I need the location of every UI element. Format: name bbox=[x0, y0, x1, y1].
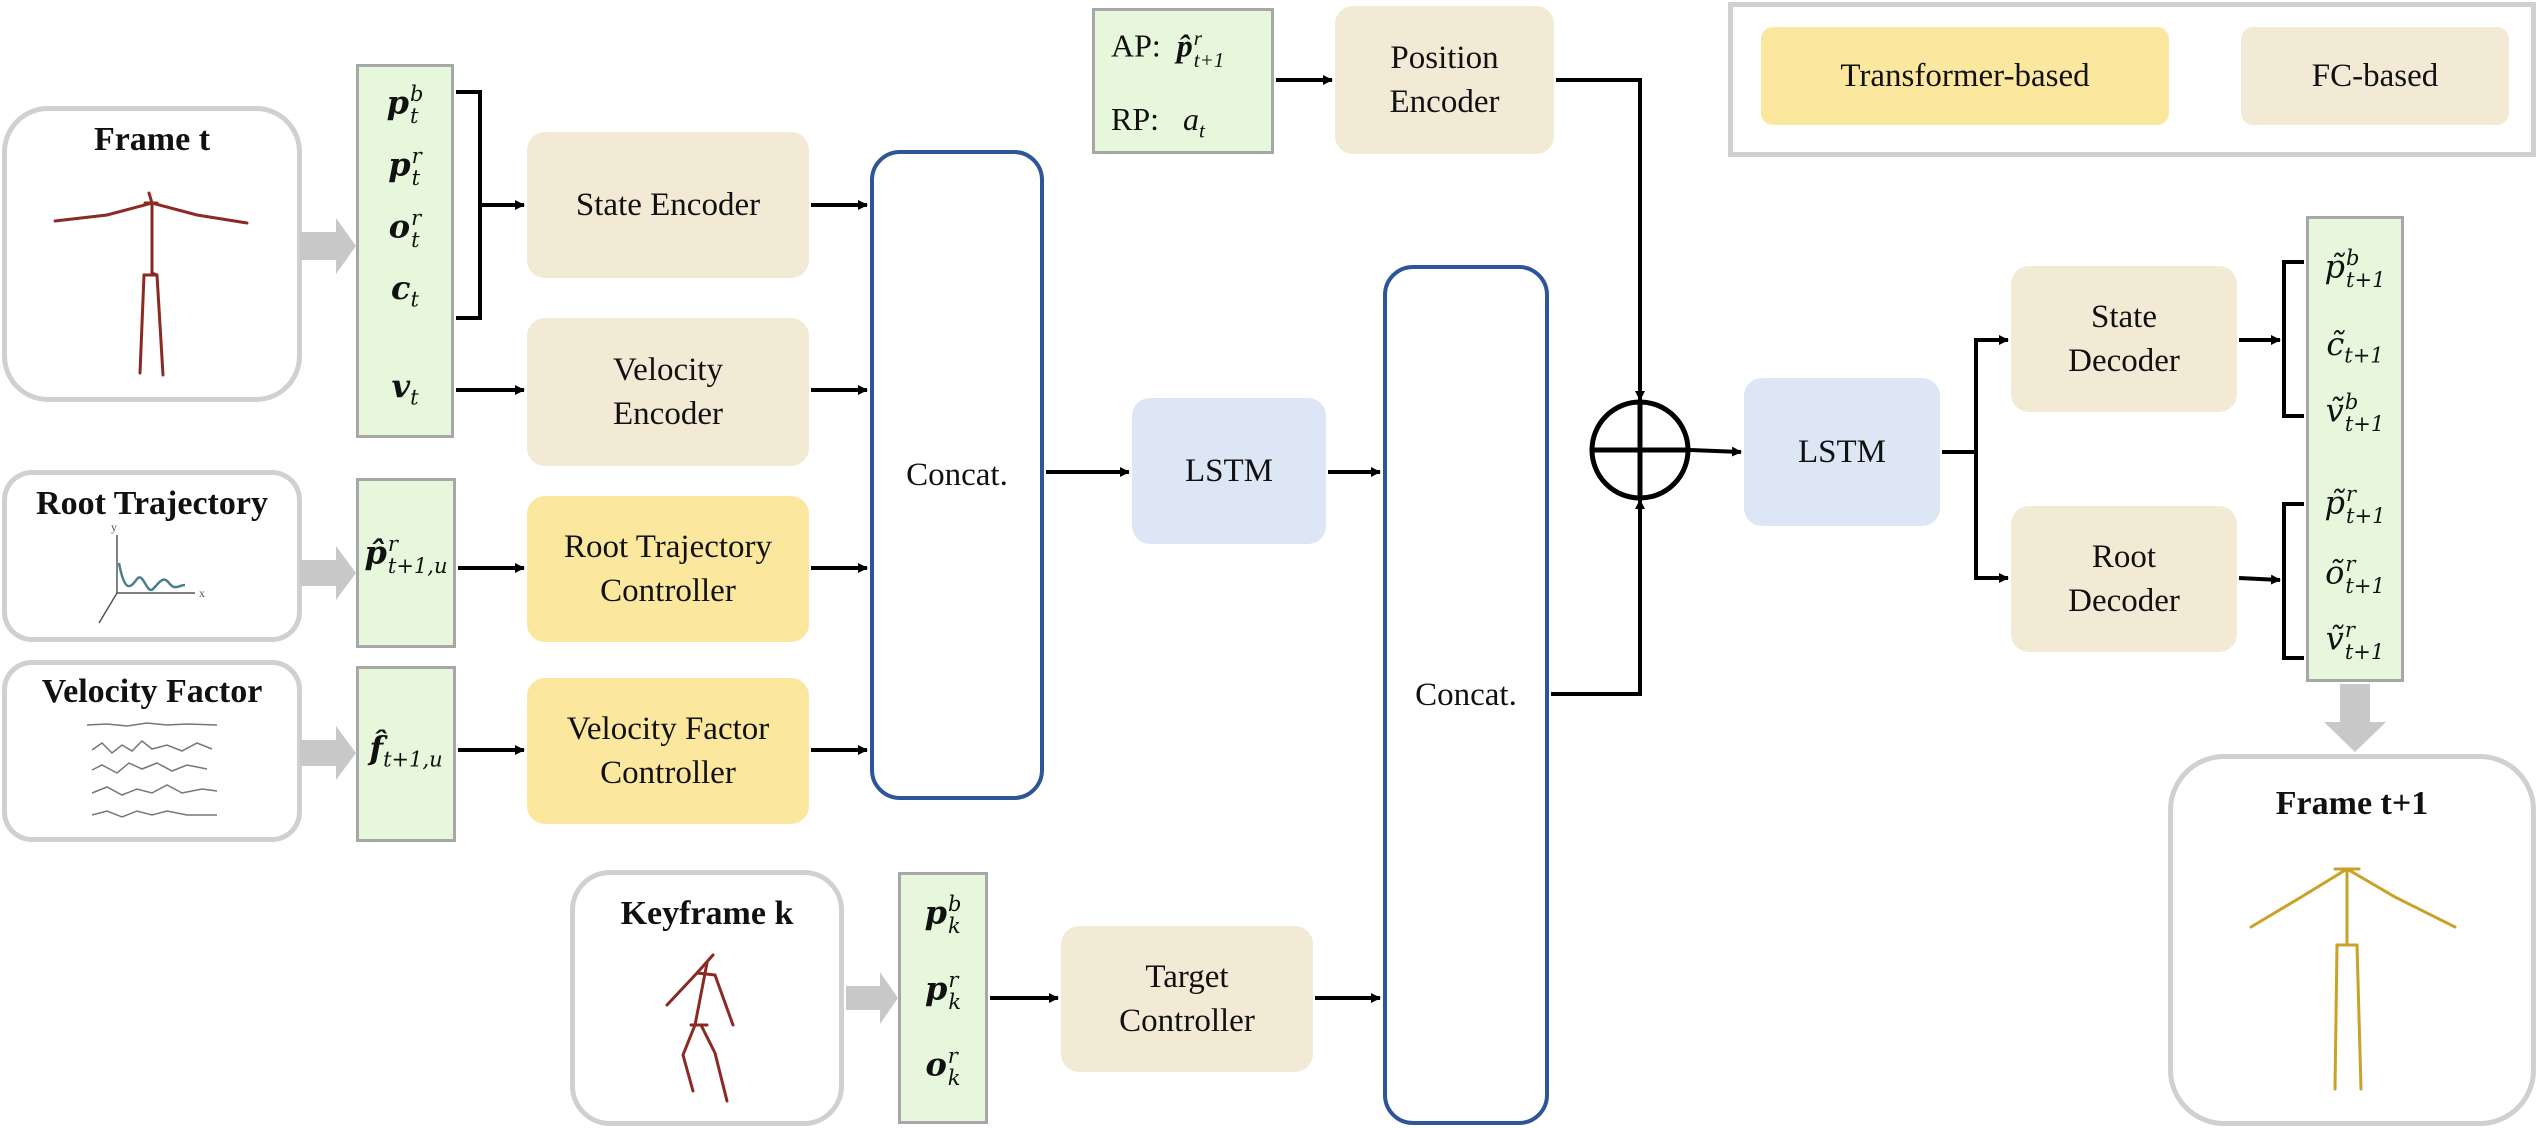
sum-node bbox=[1589, 399, 1691, 501]
velocity-factor-panel: Velocity Factor bbox=[2, 660, 302, 842]
svg-text:x: x bbox=[199, 586, 205, 600]
target-controller: Target Controller bbox=[1061, 926, 1313, 1072]
frame-t1-panel: Frame t+1 bbox=[2168, 754, 2536, 1126]
state-decoder: State Decoder bbox=[2011, 266, 2237, 412]
legend-transformer-label: Transformer-based bbox=[1840, 58, 2090, 94]
velocity-factor-plot-image bbox=[86, 722, 218, 818]
position-encoder-label-2: Encoder bbox=[1389, 84, 1500, 120]
root-decoder-label-2: Decoder bbox=[2068, 583, 2180, 619]
state-decoder-label-2: Decoder bbox=[2068, 343, 2180, 379]
root-trajectory-title: Root Trajectory bbox=[36, 485, 268, 522]
var-f-hat: f̂t+1,u bbox=[369, 729, 443, 772]
vel-factor-ctrl-label-2: Controller bbox=[600, 755, 736, 791]
concat-1-label: Concat. bbox=[906, 457, 1008, 493]
keyframe-title: Keyframe k bbox=[620, 895, 794, 932]
vel-factor-ctrl-label-1: Velocity Factor bbox=[566, 711, 770, 747]
var-v-t: vt bbox=[391, 367, 419, 410]
keyframe-skeleton-image bbox=[665, 953, 735, 1103]
frame-t-title: Frame t bbox=[93, 121, 211, 158]
frame-t-panel: Frame t bbox=[2, 106, 302, 402]
root-decoder: Root Decoder bbox=[2011, 506, 2237, 652]
target-ctrl-label-2: Controller bbox=[1119, 1003, 1255, 1039]
root-traj-ctrl-label-2: Controller bbox=[600, 573, 736, 609]
velocity-encoder-label-2: Encoder bbox=[613, 396, 723, 432]
frame-t1-title: Frame t+1 bbox=[2275, 785, 2429, 822]
keyframe-panel: Keyframe k bbox=[570, 870, 844, 1126]
state-decoder-label-1: State bbox=[2091, 299, 2157, 335]
root-traj-ctrl-label-1: Root Trajectory bbox=[563, 529, 773, 565]
frame-t-skeleton-image bbox=[53, 191, 249, 377]
lstm-2-label: LSTM bbox=[1797, 434, 1886, 470]
root-trajectory-plot-image: x y bbox=[98, 520, 205, 624]
out-c: c̃t+1 bbox=[2326, 325, 2384, 368]
var-c-t: ct bbox=[391, 269, 419, 312]
velocity-factor-title: Velocity Factor bbox=[41, 673, 263, 710]
root-decoder-label-1: Root bbox=[2091, 539, 2157, 575]
legend-fc: FC-based bbox=[2241, 27, 2509, 125]
position-encoder-label-1: Position bbox=[1390, 40, 1499, 76]
state-encoder: State Encoder bbox=[527, 132, 809, 278]
velocity-encoder-label-1: Velocity bbox=[613, 352, 723, 388]
legend-transformer: Transformer-based bbox=[1761, 27, 2169, 125]
rp-row: RP: at bbox=[1111, 101, 1205, 143]
frame-t1-skeleton-image bbox=[2249, 867, 2457, 1091]
concat-1: Concat. bbox=[870, 150, 1044, 800]
lstm-2: LSTM bbox=[1744, 378, 1940, 526]
svg-text:y: y bbox=[111, 520, 117, 534]
concat-2: Concat. bbox=[1383, 265, 1549, 1125]
position-encoder: Position Encoder bbox=[1335, 6, 1554, 154]
state-encoder-label: State Encoder bbox=[575, 187, 761, 223]
lstm-1-label: LSTM bbox=[1184, 453, 1273, 489]
velocity-encoder: Velocity Encoder bbox=[527, 318, 809, 466]
velocity-factor-variable: f̂t+1,u bbox=[356, 666, 456, 842]
target-ctrl-label-1: Target bbox=[1145, 959, 1229, 995]
velocity-factor-controller: Velocity Factor Controller bbox=[527, 678, 809, 824]
legend-fc-label: FC-based bbox=[2311, 58, 2439, 94]
concat-2-label: Concat. bbox=[1415, 677, 1517, 713]
lstm-1: LSTM bbox=[1132, 398, 1326, 544]
root-trajectory-controller: Root Trajectory Controller bbox=[527, 496, 809, 642]
root-trajectory-panel: Root Trajectory x y bbox=[2, 470, 302, 642]
legend: Transformer-based FC-based bbox=[1728, 2, 2536, 157]
